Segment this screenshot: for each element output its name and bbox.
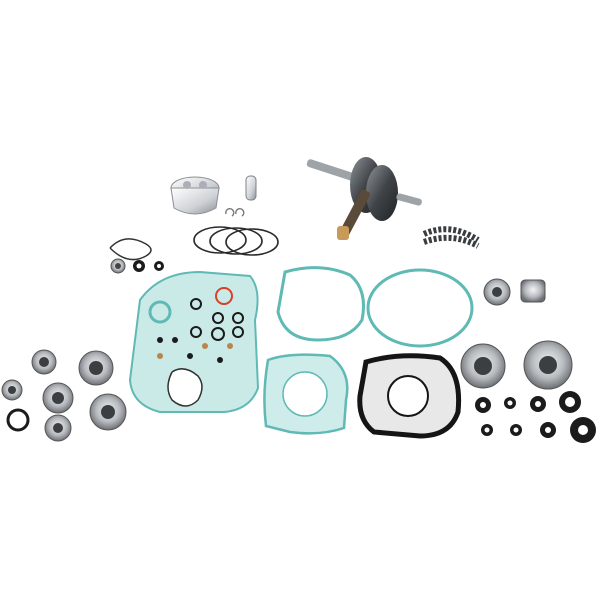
small-seals: [133, 260, 164, 272]
oil-seals-right: [475, 391, 596, 443]
water-pump-gasket: [109, 238, 152, 261]
bearings-right: [460, 278, 573, 390]
crankcase-gasket: [128, 270, 260, 413]
piston: [170, 176, 220, 215]
seal-cluster-left: [157, 287, 244, 363]
ignition-cover-gasket: [366, 268, 474, 348]
crankshaft: [306, 157, 422, 240]
wrist-pin: [245, 175, 257, 201]
bearings-left: [1, 349, 127, 442]
clutch-cover-gasket: [276, 266, 365, 342]
circlips: [225, 208, 245, 217]
cam-chain: [422, 226, 480, 249]
small-bearing: [110, 258, 126, 274]
head-gasket: [357, 353, 462, 439]
base-gasket: [263, 353, 349, 435]
piston-rings: [193, 226, 279, 256]
